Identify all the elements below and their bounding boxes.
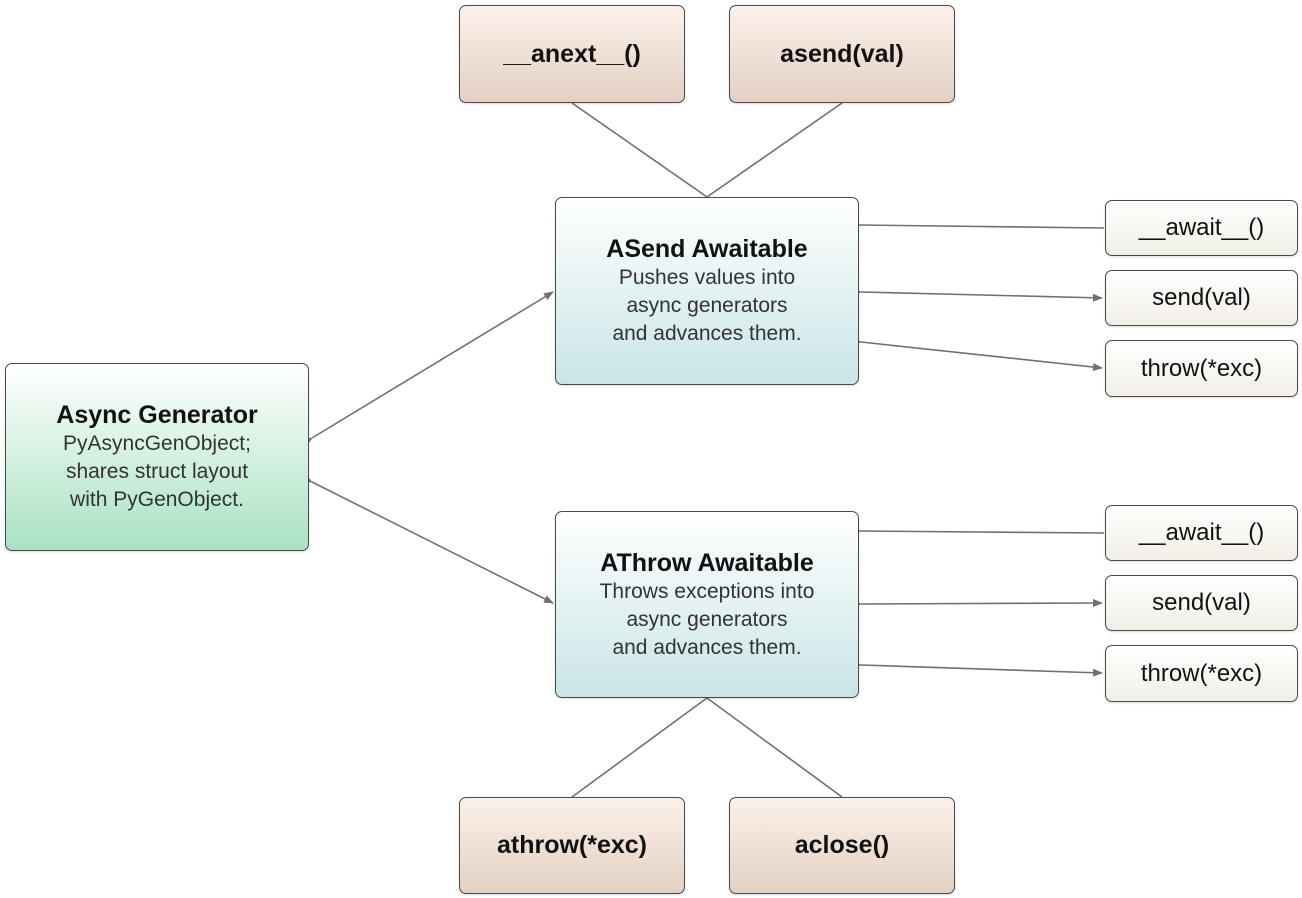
asend-throw-box: throw(*exc) xyxy=(1105,340,1298,397)
aclose-method-box: aclose() xyxy=(729,797,955,894)
athrow-send-box: send(val) xyxy=(1105,575,1298,631)
asend-send-label: send(val) xyxy=(1152,284,1251,311)
edge-generator-athrow-awaitable xyxy=(302,474,554,604)
asend-method-label: asend(val) xyxy=(780,39,904,68)
async-generator-node: Async Generator PyAsyncGenObject; shares… xyxy=(5,363,309,551)
edge-anext-to-asend-awaitable xyxy=(571,102,708,198)
edge-asend-awaitable-send xyxy=(851,287,1103,302)
aclose-method-label: aclose() xyxy=(794,831,890,859)
async-generator-desc-line-1: PyAsyncGenObject; xyxy=(63,432,251,455)
asend-awaitable-node: ASend Awaitable Pushes values into async… xyxy=(555,197,859,385)
athrow-await-label: __await__() xyxy=(1138,519,1265,546)
asend-awaitable-desc-line-1: Pushes values into xyxy=(618,266,796,289)
async-generator-title: Async Generator xyxy=(56,401,258,429)
asend-awaitable-desc-line-2: async generators xyxy=(626,294,788,317)
async-generator-desc-line-2: shares struct layout xyxy=(65,460,249,483)
athrow-awaitable-desc-line-3: and advances them. xyxy=(612,635,802,659)
anext-method-label: __anext__() xyxy=(503,39,641,68)
anext-method-box: __anext__() xyxy=(459,5,685,103)
asend-await-box: __await__() xyxy=(1105,200,1298,256)
athrow-send-label: send(val) xyxy=(1152,589,1251,616)
athrow-throw-label: throw(*exc) xyxy=(1140,659,1263,687)
athrow-awaitable-title: AThrow Awaitable xyxy=(600,548,814,577)
edge-asend-to-asend-awaitable xyxy=(706,102,843,198)
edge-generator-asend-awaitable xyxy=(302,291,554,447)
edge-athrow-awaitable-await xyxy=(858,530,1105,534)
edge-athrow-awaitable-send xyxy=(851,599,1103,609)
athrow-method-box: athrow(*exc) xyxy=(459,797,685,894)
asend-method-box: asend(val) xyxy=(729,5,955,103)
edge-athrow-to-athrow-awaitable xyxy=(571,697,708,798)
edge-athrow-awaitable-throw xyxy=(851,660,1103,677)
asend-awaitable-desc-line-3: and advances them. xyxy=(612,322,802,345)
edge-aclose-to-athrow-awaitable xyxy=(706,697,843,798)
athrow-throw-box: throw(*exc) xyxy=(1105,645,1298,702)
athrow-awaitable-desc-line-2: async generators xyxy=(626,607,788,631)
edge-asend-awaitable-await xyxy=(858,224,1105,229)
async-generator-desc-line-3: with PyGenObject. xyxy=(70,488,244,511)
athrow-awaitable-node: AThrow Awaitable Throws exceptions into … xyxy=(555,511,859,698)
asend-await-label: __await__() xyxy=(1138,214,1265,241)
edge-asend-awaitable-throw xyxy=(851,337,1103,372)
asend-send-box: send(val) xyxy=(1105,270,1298,326)
athrow-awaitable-desc-line-1: Throws exceptions into xyxy=(599,579,815,603)
asend-throw-label: throw(*exc) xyxy=(1140,354,1263,382)
athrow-method-label: athrow(*exc) xyxy=(496,831,648,859)
athrow-await-box: __await__() xyxy=(1105,505,1298,561)
asend-awaitable-title: ASend Awaitable xyxy=(606,235,808,263)
